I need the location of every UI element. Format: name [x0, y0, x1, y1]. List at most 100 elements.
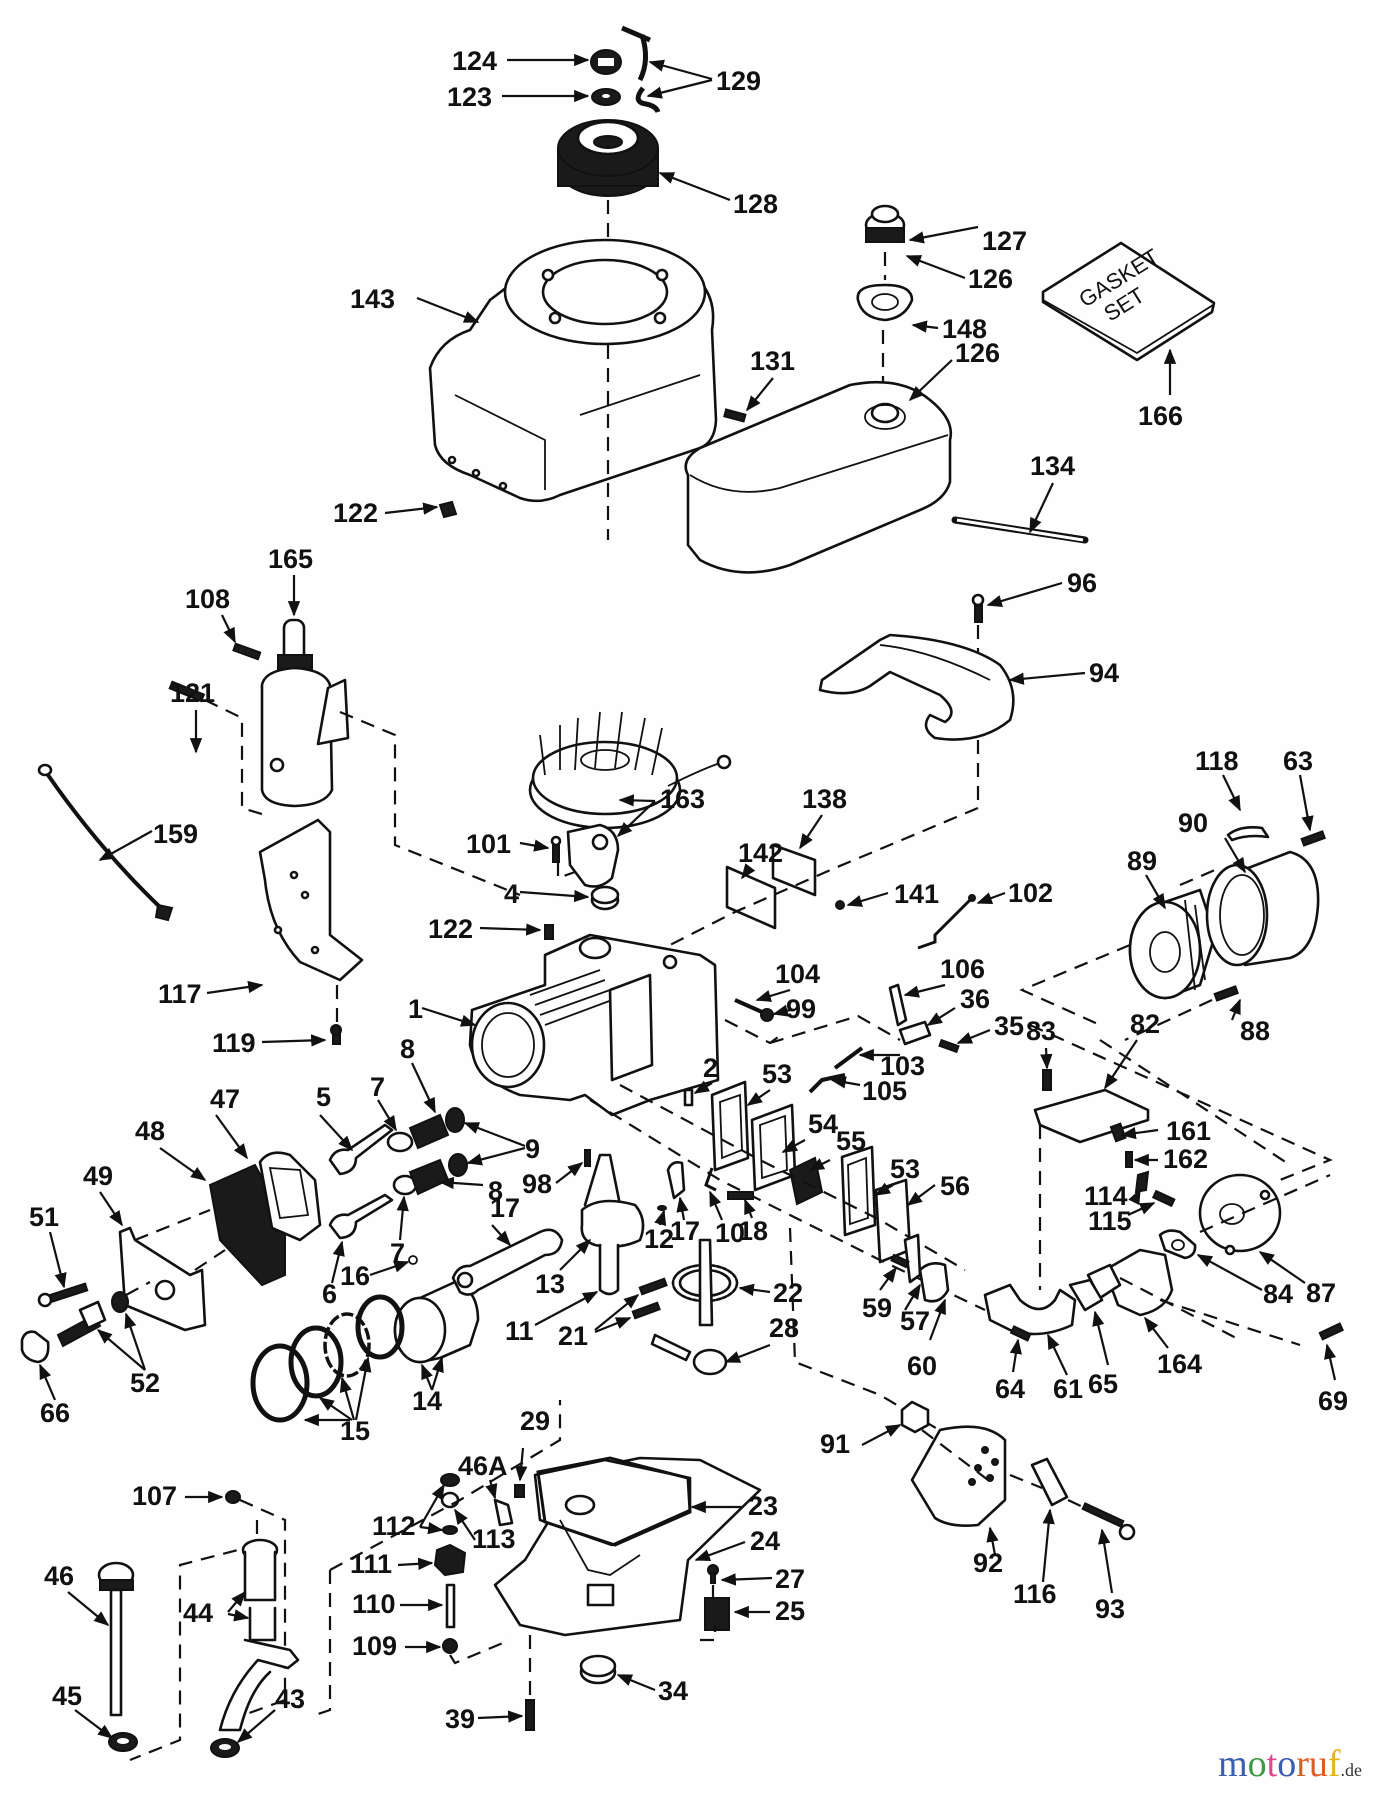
callout-107: 107	[132, 1481, 177, 1511]
leader-105	[830, 1076, 861, 1089]
leader-134	[1029, 482, 1054, 534]
callout-162: 162	[1163, 1144, 1208, 1174]
callout-7: 7	[370, 1072, 385, 1102]
part-air-filter-89	[1128, 888, 1217, 1000]
part-screw-108	[232, 642, 262, 661]
leader-101	[519, 839, 550, 852]
leader-126b	[908, 359, 953, 402]
leader-126	[905, 254, 966, 280]
leader-47	[215, 1114, 248, 1160]
callout-83: 83	[1026, 1016, 1056, 1046]
callout-165: 165	[268, 544, 313, 574]
leader-34	[616, 1673, 656, 1692]
callout-128: 128	[733, 189, 778, 219]
callout-129: 129	[716, 66, 761, 96]
part-cap-109	[442, 1638, 458, 1654]
leader-69	[1324, 1343, 1337, 1381]
part-oring-45	[108, 1732, 138, 1752]
leader-112a	[419, 1483, 445, 1528]
leader-48	[159, 1147, 207, 1181]
part-washer-52	[111, 1291, 129, 1313]
callout-36: 36	[960, 984, 990, 1014]
leader-66	[38, 1363, 57, 1401]
callout-35: 35	[994, 1011, 1024, 1041]
leader-115	[1127, 1202, 1156, 1216]
callout-164: 164	[1157, 1349, 1202, 1379]
leader-128	[658, 171, 731, 202]
callout-122: 122	[333, 498, 378, 528]
callout-141: 141	[894, 879, 939, 909]
callout-9: 9	[525, 1134, 540, 1164]
part-exhaust-flange-60	[918, 1262, 950, 1303]
part-key-98	[584, 1149, 591, 1167]
callout-116: 116	[1013, 1579, 1057, 1609]
leader-9b	[466, 1146, 526, 1166]
callout-66: 66	[40, 1398, 70, 1428]
callout-55: 55	[836, 1126, 866, 1156]
callout-161: 161	[1166, 1116, 1211, 1146]
leader-118	[1222, 774, 1241, 812]
watermark-letter: o	[1247, 1743, 1267, 1785]
callout-56: 56	[940, 1171, 970, 1201]
leader-117	[206, 980, 264, 995]
callout-2: 2	[703, 1053, 718, 1083]
part-clip-122	[438, 500, 458, 519]
part-governor-12-17b	[657, 1161, 686, 1211]
leader-51	[48, 1231, 67, 1289]
part-bolts-21	[631, 1277, 668, 1320]
leader-14b	[430, 1356, 444, 1391]
part-camshaft-22	[671, 1238, 739, 1327]
part-lever-106	[888, 983, 908, 1027]
part-dowel-122b	[544, 924, 554, 940]
callout-98: 98	[522, 1169, 552, 1199]
callout-65: 65	[1088, 1369, 1118, 1399]
leader-119	[261, 1034, 327, 1047]
part-ignition-armature-163	[566, 823, 620, 888]
callout-163: 163	[660, 784, 705, 814]
part-starter-cup-128	[557, 119, 659, 197]
callout-labels: 1241231291281271261481261661431311341221…	[29, 46, 1348, 1734]
leader-29	[515, 1447, 528, 1482]
part-head-gasket-47	[258, 1151, 322, 1242]
part-crankshaft-13	[580, 1153, 645, 1296]
part-bolt-39	[525, 1699, 535, 1731]
part-tappet-28	[650, 1333, 728, 1376]
part-bracket-117	[258, 818, 364, 982]
callout-88: 88	[1240, 1016, 1270, 1046]
callout-127: 127	[982, 226, 1027, 256]
part-screw-64	[1009, 1325, 1032, 1342]
leader-143	[416, 296, 480, 324]
leader-24	[694, 1540, 746, 1562]
leader-93	[1098, 1528, 1114, 1594]
leader-127	[908, 225, 979, 244]
leader-90	[1224, 837, 1246, 874]
part-lever-114	[1134, 1170, 1150, 1194]
watermark-letter: m	[1218, 1743, 1248, 1785]
leader-27	[720, 1573, 773, 1586]
callout-60: 60	[907, 1351, 937, 1381]
leader-35	[956, 1028, 991, 1045]
part-screw-63	[1300, 830, 1326, 847]
part-plug-29	[514, 1484, 525, 1498]
callout-101: 101	[466, 829, 511, 859]
callout-105: 105	[862, 1076, 907, 1106]
part-nut-99	[760, 1008, 774, 1022]
part-washer-123	[591, 88, 621, 106]
part-breather-54	[750, 1103, 797, 1192]
part-gasket-65	[1068, 1278, 1104, 1312]
callout-49: 49	[83, 1161, 113, 1191]
part-starter-motor-165	[260, 618, 350, 808]
part-dowel-2	[683, 1088, 694, 1107]
leader-163b	[616, 800, 656, 838]
part-gasket-91	[900, 1400, 930, 1434]
part-bolt-121	[168, 680, 206, 703]
callout-126b: 126	[955, 338, 1000, 368]
watermark-letter: t	[1266, 1743, 1278, 1785]
leader-7b	[396, 1195, 409, 1241]
callout-91: 91	[820, 1429, 850, 1459]
leader-159	[98, 830, 153, 861]
part-screw-35	[938, 1038, 960, 1054]
callout-82: 82	[1130, 1009, 1160, 1039]
callout-34: 34	[658, 1676, 688, 1706]
leader-142	[741, 863, 756, 880]
